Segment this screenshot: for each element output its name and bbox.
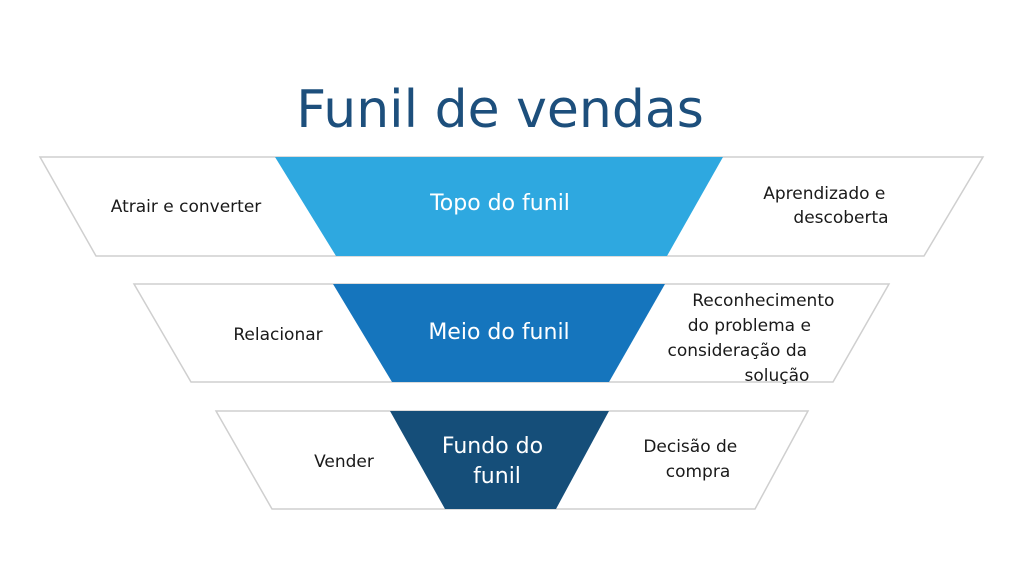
right-note-top: Aprendizado e descoberta bbox=[763, 184, 891, 228]
right-note-middle: Reconhecimento do problema e consideraçã… bbox=[668, 291, 840, 386]
right-note-bottom: Decisão de compra bbox=[643, 437, 742, 482]
left-note-top: Atrair e converter bbox=[111, 197, 262, 217]
funnel-band-bottom: Fundo do funil Vender Decisão de compra bbox=[214, 410, 810, 510]
stage-shape-top bbox=[275, 157, 723, 256]
stage-label-top: Topo do funil bbox=[429, 191, 570, 216]
stage-label-bottom: Fundo do funil bbox=[442, 434, 550, 489]
funnel-band-middle: Meio do funil Relacionar Reconhecimento … bbox=[132, 283, 891, 386]
left-note-middle: Relacionar bbox=[233, 325, 322, 345]
stage-label-middle: Meio do funil bbox=[428, 320, 569, 345]
diagram-title: Funil de vendas bbox=[296, 80, 704, 140]
stage-shape-bottom bbox=[390, 411, 609, 509]
left-note-bottom: Vender bbox=[314, 452, 374, 472]
funnel-band-top: Topo do funil Atrair e converter Aprendi… bbox=[38, 156, 985, 257]
stage-shape-middle bbox=[333, 284, 665, 382]
